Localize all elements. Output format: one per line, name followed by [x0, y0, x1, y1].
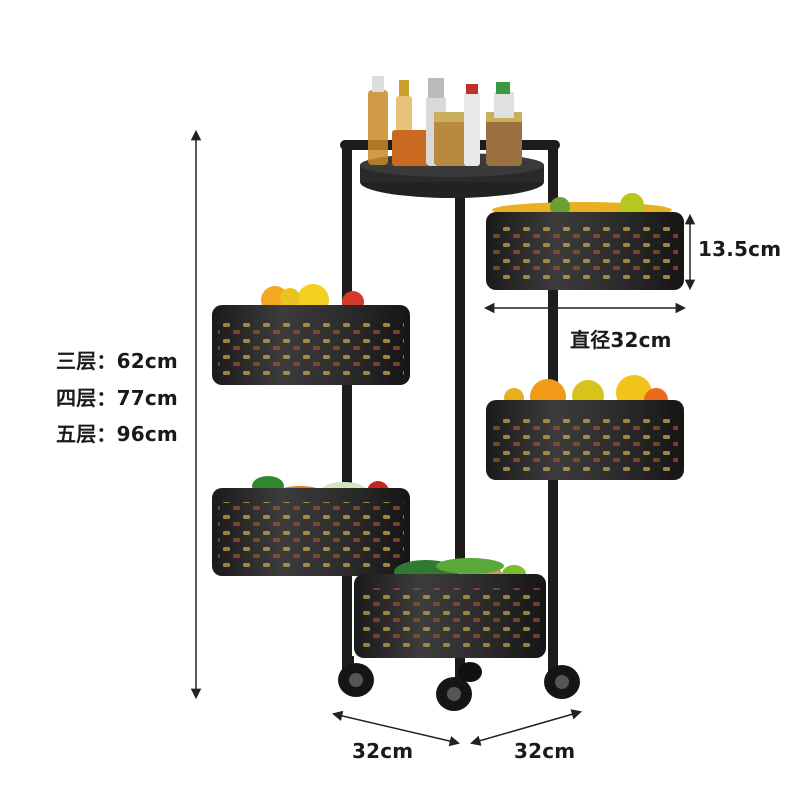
base-width-line — [331, 710, 461, 747]
height-label-4-tier: 四层：77cm — [56, 386, 178, 410]
basket-right-middle — [486, 375, 684, 480]
height-label-3-tier: 三层：62cm — [56, 349, 178, 373]
condiment-jars — [368, 76, 522, 166]
basket-bottom-center — [354, 558, 546, 658]
caster-wheels — [338, 656, 580, 711]
base-depth-label: 32cm — [514, 739, 576, 763]
basket-left-lower — [212, 476, 410, 576]
basket-diameter-label: 直径32cm — [570, 328, 672, 352]
basket-top-right — [486, 193, 684, 290]
basket-height-label: 13.5cm — [698, 237, 782, 261]
basket-left-upper — [212, 284, 410, 385]
base-width-label: 32cm — [352, 739, 414, 763]
base-depth-line — [469, 709, 583, 746]
height-label-5-tier: 五层：96cm — [56, 422, 178, 446]
